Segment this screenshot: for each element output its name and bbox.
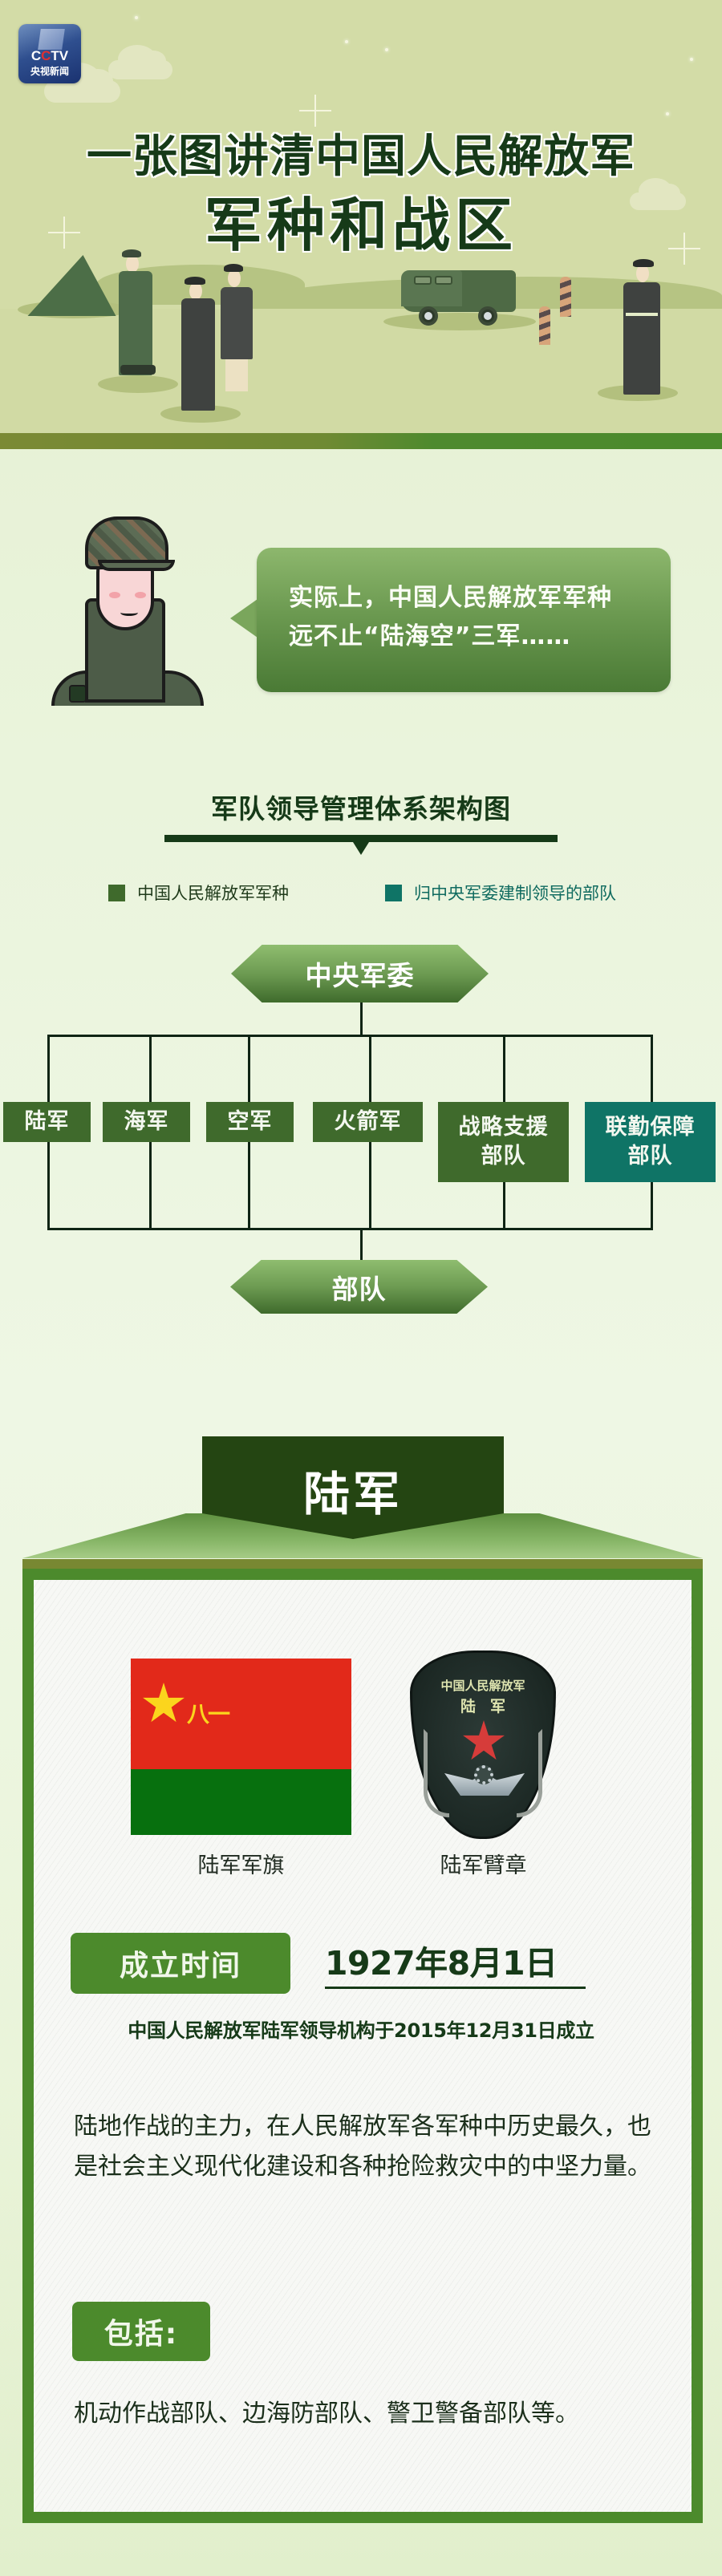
- founded-label-badge: 成立时间: [71, 1933, 290, 1994]
- sailor-shadow: [160, 405, 241, 423]
- founded-note: 中国人民解放军陆军领导机构于2015年12月31日成立: [128, 2019, 594, 2042]
- soldier-shadow: [98, 375, 178, 393]
- avatar-arm-badge: [69, 685, 87, 703]
- star-dot: [690, 58, 693, 61]
- speech-bubble-text: 实际上，中国人民解放军军种 远不止“陆海空”三军……: [289, 584, 612, 650]
- title-underline: [164, 835, 558, 842]
- legend-swatch-teal: [385, 884, 402, 901]
- speech-bubble-tail: [230, 599, 258, 638]
- patch-text-line1: 中国人民解放军: [440, 1679, 525, 1693]
- page-title-line1: 一张图讲清中国人民解放军: [87, 131, 635, 183]
- cloud-decoration: [44, 62, 120, 103]
- sailor-cap: [185, 277, 205, 285]
- logo-brand-text: CCTV: [30, 48, 69, 63]
- sailor-head: [228, 269, 241, 287]
- connector-bus-top: [47, 1035, 653, 1037]
- jeep-wheel: [478, 306, 497, 326]
- army-flag-image: 八一: [131, 1659, 351, 1835]
- jeep-wheel: [419, 306, 438, 326]
- army-description: 陆地作战的主力，在人民解放军各军种中历史最久，也是社会主义现代化建设和各种抢险救…: [74, 2112, 651, 2181]
- guard-officer-illustration: [623, 282, 660, 395]
- speech-bubble: [257, 548, 671, 692]
- header-illustration: CCTV 央视新闻 一张图讲清中国人民解放军 军种和战区: [0, 0, 722, 433]
- guard-belt: [626, 313, 658, 316]
- army-flag-caption: 陆军军旗: [197, 1853, 285, 1878]
- header-divider-band: [0, 433, 722, 449]
- branch-joint-logistics: 联勤保障 部队: [585, 1102, 716, 1182]
- army-includes-text: 机动作战部队、边海防部队、警卫警备部队等。: [74, 2400, 579, 2428]
- branch-army: 陆军: [3, 1102, 91, 1142]
- connector-line: [360, 1002, 363, 1037]
- guard-head: [636, 265, 649, 282]
- branch-air-force: 空军: [206, 1102, 294, 1142]
- legend-item-cmc-direct: 归中央军委建制领导的部队: [385, 881, 616, 905]
- border-post: [539, 306, 550, 345]
- avatar-cap-brim: [98, 560, 175, 571]
- soldier-boots: [120, 365, 156, 375]
- page-title-line2: 军种和战区: [204, 192, 517, 259]
- star-dot: [385, 48, 388, 51]
- star-dot: [135, 16, 138, 19]
- soldier-cap: [122, 249, 141, 257]
- branch-rocket-force: 火箭军: [313, 1102, 423, 1142]
- node-central-military-commission: 中央军委: [231, 945, 489, 1002]
- cloud-decoration: [630, 178, 686, 210]
- sparkle-icon: [299, 95, 331, 127]
- jeep-window: [414, 276, 432, 285]
- flag-red-field: [131, 1659, 351, 1769]
- branch-navy: 海军: [103, 1102, 190, 1142]
- navy-female-officer-illustration: [221, 287, 253, 359]
- avatar-blush: [109, 592, 120, 598]
- camo-soldier-illustration: [119, 271, 152, 375]
- flag-emblem-text: 八一: [187, 1701, 230, 1727]
- star-dot: [254, 143, 257, 146]
- patch-wreath-left-icon: [424, 1729, 449, 1817]
- founded-date-underline: [325, 1987, 586, 1989]
- navy-officer-illustration: [181, 298, 215, 411]
- connector-line: [360, 1229, 363, 1261]
- soldier-avatar: [47, 510, 204, 706]
- soldier-head: [126, 255, 139, 273]
- border-post: [560, 277, 571, 317]
- sailor-cap: [224, 264, 243, 272]
- avatar-blush: [135, 592, 146, 598]
- avatar-smile: [120, 610, 138, 616]
- patch-red-star-icon: [463, 1720, 505, 1760]
- patch-wreath-right-icon: [517, 1729, 542, 1817]
- cctv-news-logo: CCTV 央视新闻: [18, 24, 81, 83]
- cloud-decoration: [108, 44, 172, 79]
- sparkle-icon: [48, 217, 80, 249]
- ground: [0, 309, 722, 433]
- section-banner-army: 陆军: [202, 1436, 504, 1539]
- tent-illustration: [27, 255, 132, 316]
- logo-subtitle: 央视新闻: [30, 66, 69, 77]
- sparkle-icon: [668, 233, 700, 265]
- avatar-uniform: [85, 598, 165, 703]
- node-troops: 部队: [230, 1260, 488, 1314]
- legend-item-service: 中国人民解放军军种: [108, 881, 289, 905]
- branch-strategic-support: 战略支援 部队: [438, 1102, 569, 1182]
- connector-bus-bottom: [47, 1228, 653, 1230]
- officer-legs: [225, 359, 248, 391]
- patch-gear-icon: [474, 1765, 493, 1784]
- flag-green-stripe: [131, 1769, 351, 1835]
- guard-cap: [633, 259, 654, 267]
- tent-shadow: [18, 301, 130, 318]
- patch-text-line2: 陆军: [460, 1698, 520, 1715]
- star-dot: [345, 40, 348, 43]
- includes-label-badge: 包括:: [72, 2302, 210, 2361]
- logo-building-icon: [38, 29, 65, 50]
- title-underline-pointer: [353, 842, 369, 855]
- jeep-window: [435, 276, 452, 285]
- org-chart-title: 军队领导管理体系架构图: [211, 793, 511, 824]
- army-arm-patch-image: 中国人民解放军 陆军: [410, 1651, 556, 1839]
- army-patch-caption: 陆军臂章: [440, 1853, 527, 1878]
- sailor-head: [189, 282, 202, 300]
- founded-date: 1927年8月1日: [325, 1944, 558, 1983]
- jeep-shadow: [383, 313, 536, 330]
- star-dot: [666, 112, 669, 115]
- jeep-cab: [401, 270, 462, 306]
- frame-top-strip: [22, 1559, 703, 1569]
- legend-swatch-green: [108, 884, 125, 901]
